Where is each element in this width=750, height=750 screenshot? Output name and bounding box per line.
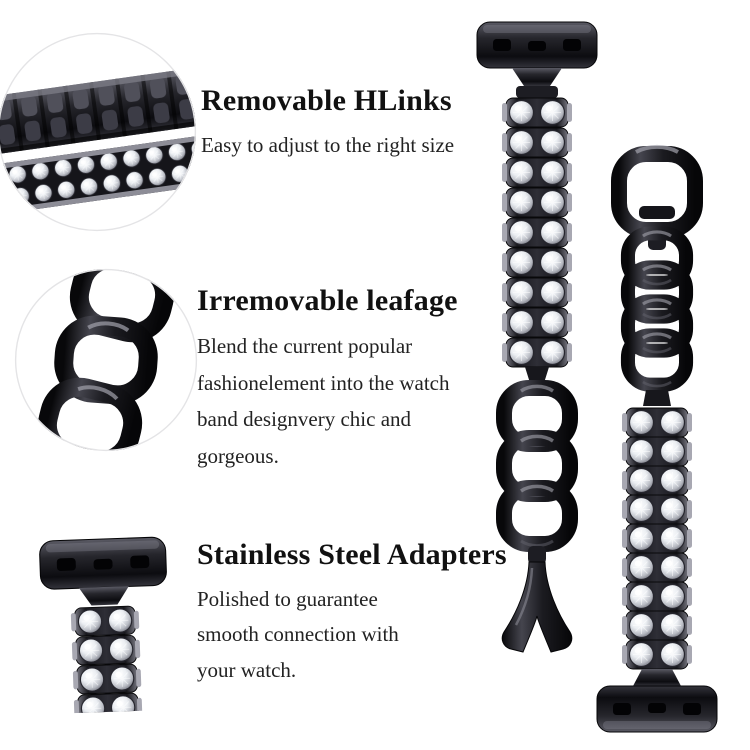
hlinks-closeup-photo [0, 32, 197, 232]
feature-description: Easy to adjust to the right size [201, 133, 455, 157]
chain-links-closeup-photo [14, 268, 198, 452]
band-start [71, 606, 143, 715]
watch-band-front-art [476, 21, 598, 653]
adapter-top [476, 21, 598, 98]
fishtail-clasp [501, 561, 573, 653]
adapter-closeup-art [38, 536, 168, 715]
adapter-piece [38, 536, 168, 606]
feature-title: Removable HLinks [201, 84, 452, 117]
feature-removable-hlinks: Removable HLinks Easy to adjust to the r… [201, 84, 541, 159]
adapter-closeup-photo [27, 524, 183, 714]
feature-title: Irremovable leafage [197, 284, 458, 317]
rhinestone-strip [0, 133, 196, 218]
hlink-band [0, 64, 196, 159]
feature-title: Stainless Steel Adapters [197, 538, 507, 571]
feature-stainless-steel-adapters: Stainless Steel Adapters Polished to gua… [197, 538, 507, 688]
rhinestone-band [622, 408, 692, 669]
chain-section [628, 232, 686, 406]
adapter-bottom [596, 669, 718, 733]
chain-section [504, 367, 570, 564]
rhinestone-band [502, 98, 572, 367]
feature-description: Polished to guarantee smooth connection … [197, 587, 399, 682]
feature-description: Blend the current popular fashionelement… [197, 334, 450, 468]
feature-irremovable-leafage: Irremovable leafage Blend the current po… [197, 284, 459, 474]
chain-closeup-art [14, 268, 198, 452]
watch-band-side-photo [592, 144, 722, 734]
watch-band-front-photo [472, 18, 602, 668]
watch-band-side-art [596, 144, 718, 733]
hlinks-closeup-art [0, 32, 197, 232]
